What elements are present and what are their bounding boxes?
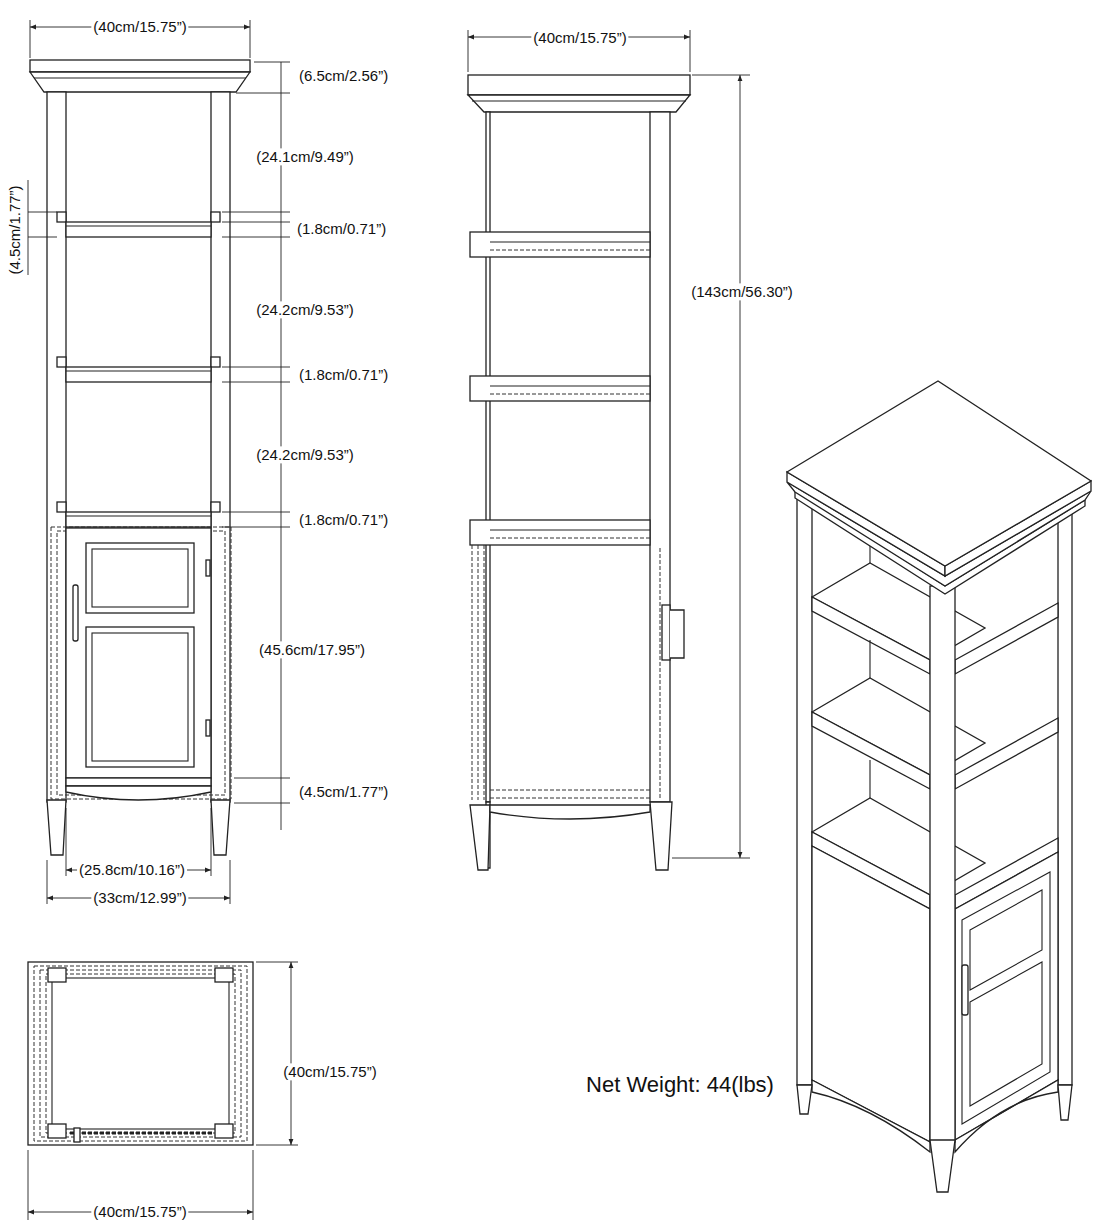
dimension-label: (24.1cm/9.49”) (254, 148, 356, 165)
dimension-label: (4.5cm/1.77”) (297, 783, 390, 800)
perspective-view (787, 381, 1091, 1192)
dimension-label: (1.8cm/0.71”) (297, 511, 390, 528)
dimension-label: (40cm/15.75”) (531, 29, 628, 46)
dimension-label: (24.2cm/9.53”) (254, 301, 356, 318)
dimension-label: (6.5cm/2.56”) (297, 67, 390, 84)
weight-note: Net Weight: 44(lbs) (584, 1072, 776, 1097)
dimension-label: (24.2cm/9.53”) (254, 446, 356, 463)
top-view (28, 962, 298, 1220)
dimension-label: (25.8cm/10.16”) (77, 861, 187, 878)
dimension-label: (45.6cm/17.95”) (257, 641, 367, 658)
dimension-label: (40cm/15.75”) (91, 1203, 188, 1220)
side-view (468, 30, 750, 870)
dimension-label: (33cm/12.99”) (91, 889, 188, 906)
dimension-label: (1.8cm/0.71”) (297, 366, 390, 383)
dimension-label: (40cm/15.75”) (281, 1063, 378, 1080)
dimension-label: (1.8cm/0.71”) (295, 220, 388, 237)
dimension-label: (40cm/15.75”) (91, 18, 188, 35)
dimension-label: (143cm/56.30”) (689, 283, 795, 300)
dimension-label: (4.5cm/1.77”) (6, 183, 23, 276)
front-view (28, 20, 290, 904)
